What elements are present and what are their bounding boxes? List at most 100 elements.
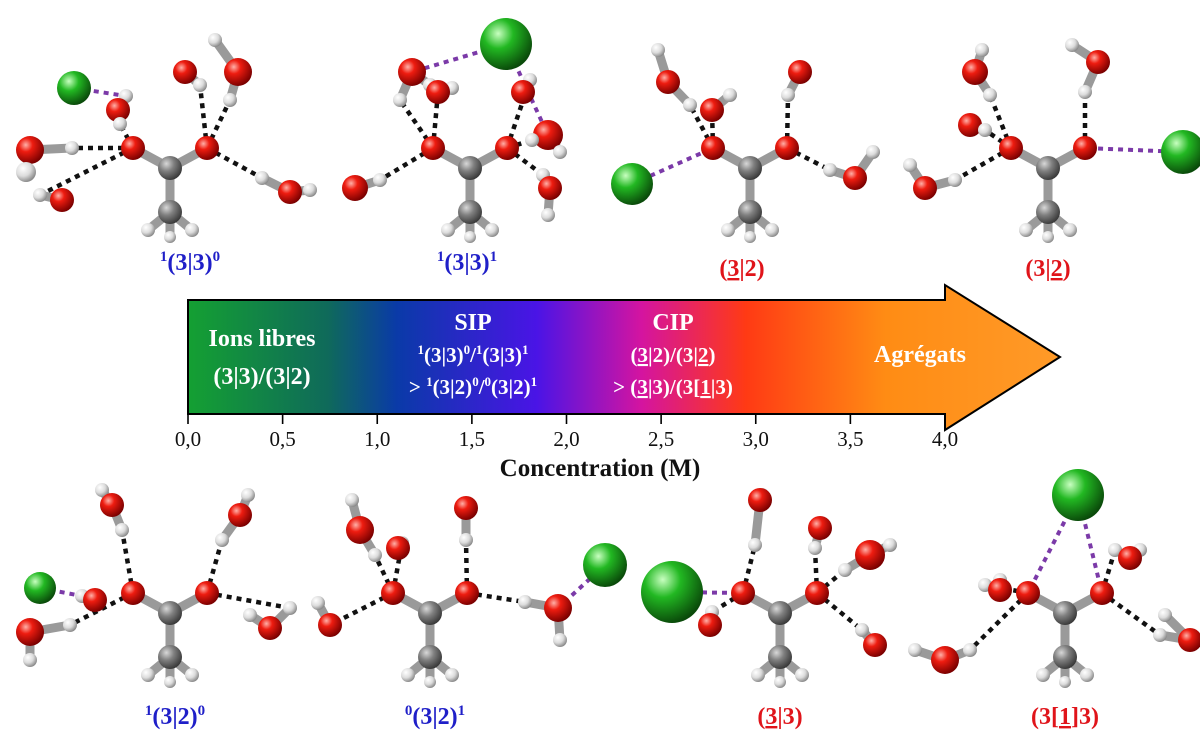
ion-contact: [1026, 494, 1080, 594]
hydrogen-atom: [908, 643, 922, 657]
hydrogen-atom: [855, 623, 869, 637]
oxygen-atom: [533, 120, 563, 150]
oxygen-atom: [538, 176, 562, 200]
oxygen-atom: [495, 136, 519, 160]
oxygen-atom: [748, 488, 772, 512]
oxygen-atom: [195, 581, 219, 605]
hydrogen-atom: [978, 123, 992, 137]
axis-title: Concentration (M): [500, 455, 701, 482]
oxygen-atom: [318, 613, 342, 637]
oxygen-atom: [1178, 628, 1200, 652]
carbon-atom: [158, 601, 182, 625]
hydrogen-atom: [459, 533, 473, 547]
hydrogen-atom: [441, 223, 455, 237]
free-ions-title: Ions libres: [209, 326, 316, 352]
hydrogen-atom: [283, 601, 297, 615]
oxygen-atom: [1086, 50, 1110, 74]
oxygen-atom: [258, 616, 282, 640]
hydrogen-atom: [345, 493, 359, 507]
oxygen-atom: [121, 581, 145, 605]
carbon-atom: [1036, 200, 1060, 224]
label-t3: (3|2): [719, 256, 764, 282]
hydrogen-atom: [215, 533, 229, 547]
hydrogen-atom: [823, 163, 837, 177]
hydrogen-atom: [113, 117, 127, 131]
carbon-atom: [738, 156, 762, 180]
ion-contact: [1076, 494, 1104, 594]
hydrogen-atom: [975, 43, 989, 57]
carbon-atom: [158, 200, 182, 224]
oxygen-atom: [731, 581, 755, 605]
chloride-ion: [611, 163, 653, 205]
label-b2: 0(3|2)1: [405, 703, 465, 730]
hydrogen-bond: [463, 539, 470, 594]
structure-t2: [342, 18, 567, 243]
hydrogen-atom: [781, 88, 795, 102]
oxygen-atom: [931, 646, 959, 674]
cip-species-line1: (3|2)/(3|2): [630, 343, 715, 367]
oxygen-atom: [173, 60, 197, 84]
axis-tick-label: 1,5: [459, 427, 485, 451]
hydrogen-atom: [23, 653, 37, 667]
hydrogen-atom: [485, 223, 499, 237]
oxygen-atom: [426, 80, 450, 104]
hydrogen-atom: [553, 633, 567, 647]
hydrogen-atom: [683, 98, 697, 112]
chloride-ion: [1052, 469, 1104, 521]
axis-tick-label: 2,5: [648, 427, 674, 451]
oxygen-atom: [398, 58, 426, 86]
oxygen-atom: [83, 588, 107, 612]
label-t1: 1(3|3)0: [160, 249, 220, 276]
axis-tick-label: 0,0: [175, 427, 201, 451]
axis-tick-label: 2,0: [553, 427, 579, 451]
hydrogen-atom: [373, 173, 387, 187]
hydrogen-atom: [1059, 676, 1071, 688]
hydrogen-atom: [193, 78, 207, 92]
hydrogen-atom: [115, 523, 129, 537]
axis-tick-label: 0,5: [270, 427, 296, 451]
oxygen-atom: [913, 176, 937, 200]
oxygen-atom: [1090, 581, 1114, 605]
axis-tick-label: 3,0: [743, 427, 769, 451]
hydrogen-atom: [1078, 85, 1092, 99]
structure-b4: [908, 469, 1200, 688]
oxygen-atom: [50, 188, 74, 212]
hydrogen-atom: [744, 231, 756, 243]
label-b3: (3|3): [757, 704, 802, 730]
carbon-atom: [418, 601, 442, 625]
structure-t4: [903, 38, 1200, 243]
hydrogen-atom: [185, 223, 199, 237]
hydrogen-bond: [688, 103, 715, 150]
oxygen-atom: [421, 136, 445, 160]
label-t2: 1(3|3)1: [437, 249, 497, 276]
hydrogen-atom: [1108, 543, 1122, 557]
hydrogen-atom: [63, 618, 77, 632]
oxygen-atom: [701, 136, 725, 160]
hydrogen-atom: [1036, 668, 1050, 682]
oxygen-atom: [544, 594, 572, 622]
hydrogen-atom: [983, 88, 997, 102]
axis-tick-label: 3,5: [837, 427, 863, 451]
oxygen-atom: [381, 581, 405, 605]
hydrogen-atom: [553, 145, 567, 159]
hydrogen-atom: [723, 88, 737, 102]
hydrogen-atom: [164, 676, 176, 688]
oxygen-atom: [843, 166, 867, 190]
sip-species-line2: > 1(3|2)0/0(3|2)1: [409, 374, 537, 399]
hydrogen-atom: [95, 483, 109, 497]
oxygen-atom: [121, 136, 145, 160]
oxygen-atom: [656, 70, 680, 94]
hydrogen-atom: [774, 676, 786, 688]
hydrogen-bond: [372, 554, 396, 594]
oxygen-atom: [988, 578, 1012, 602]
hydrogen-atom: [525, 133, 539, 147]
chloride-ion: [24, 572, 56, 604]
chloride-ion: [57, 71, 91, 105]
oxygen-atom: [1073, 136, 1097, 160]
carbon-atom: [738, 200, 762, 224]
axis-tick-label: 4,0: [932, 427, 958, 451]
hydrogen-atom: [866, 145, 880, 159]
ion-contact: [73, 86, 127, 98]
label-t4: (3|2): [1025, 256, 1070, 282]
